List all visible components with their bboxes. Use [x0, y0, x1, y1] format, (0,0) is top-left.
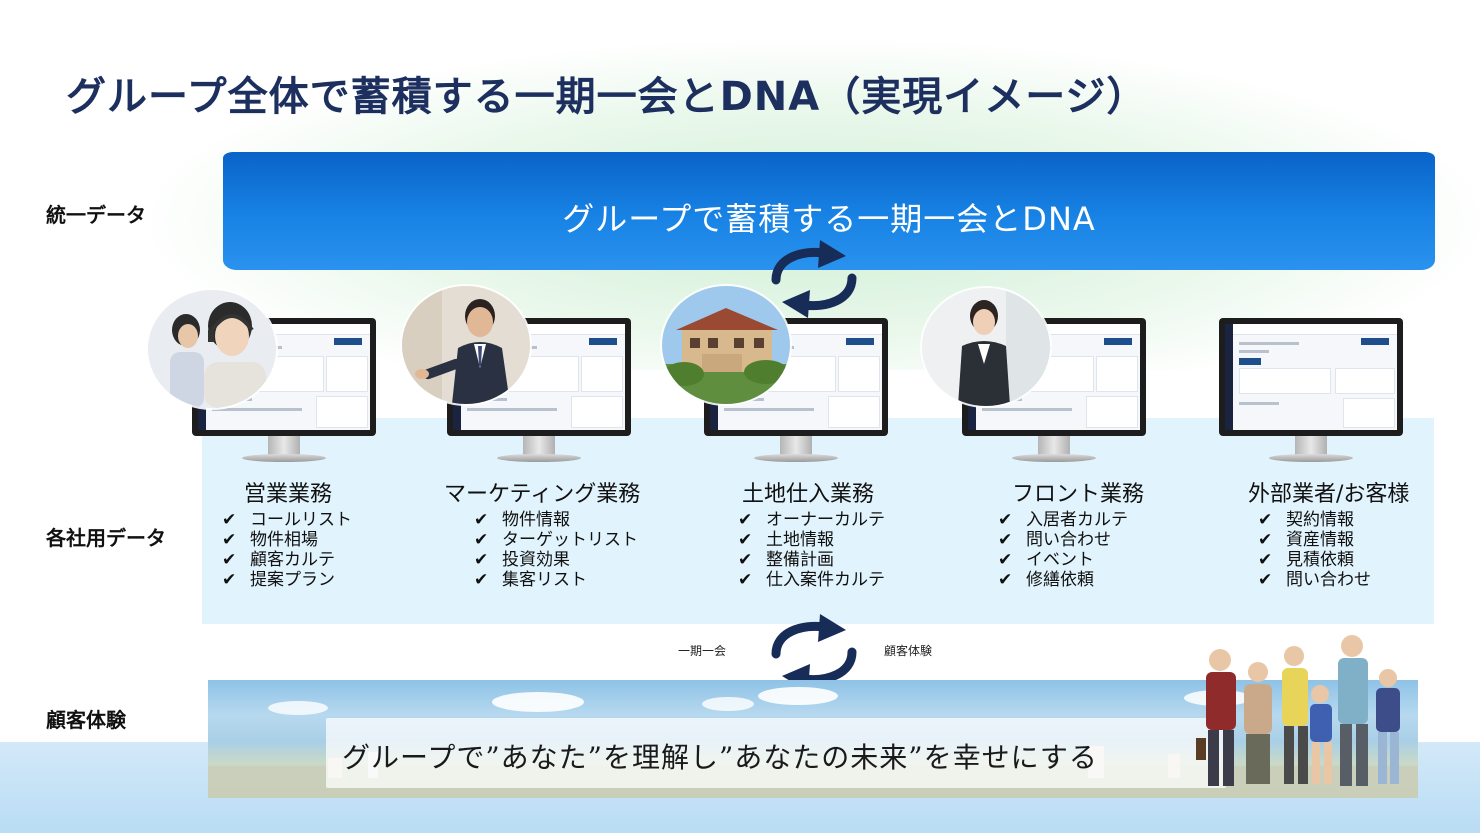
list-item: ✔物件情報	[474, 510, 638, 530]
checklist-external: ✔契約情報 ✔資産情報 ✔見積依頼 ✔問い合わせ	[1258, 510, 1371, 590]
checkmark-icon: ✔	[222, 550, 250, 570]
list-item: ✔顧客カルテ	[222, 550, 352, 570]
photo-call-center	[148, 290, 276, 408]
cycle-arrows-icon-top	[762, 240, 866, 318]
list-item: ✔物件相場	[222, 530, 352, 550]
checkmark-icon: ✔	[738, 550, 766, 570]
row-label-experience: 顧客体験	[46, 704, 126, 733]
list-item: ✔提案プラン	[222, 570, 352, 590]
checkmark-icon: ✔	[998, 530, 1026, 550]
family-illustration	[1190, 630, 1412, 800]
list-item: ✔契約情報	[1258, 510, 1371, 530]
list-item: ✔土地情報	[738, 530, 885, 550]
checklist-marketing: ✔物件情報 ✔ターゲットリスト ✔投資効果 ✔集客リスト	[474, 510, 638, 590]
list-item: ✔修繕依頼	[998, 570, 1128, 590]
list-item: ✔集客リスト	[474, 570, 638, 590]
list-item: ✔問い合わせ	[998, 530, 1128, 550]
list-item: ✔仕入案件カルテ	[738, 570, 885, 590]
column-title-external: 外部業者/お客様	[1248, 476, 1409, 508]
checklist-front: ✔入居者カルテ ✔問い合わせ ✔イベント ✔修繕依頼	[998, 510, 1128, 590]
photo-businesswoman	[922, 288, 1050, 406]
row-label-company: 各社用データ	[46, 522, 166, 551]
experience-caption-box: グループで”あなた”を理解し”あなたの未来”を幸せにする	[326, 718, 1226, 788]
checkmark-icon: ✔	[474, 570, 502, 590]
unified-band-text: グループで蓄積する一期一会とDNA	[223, 194, 1435, 240]
checkmark-icon: ✔	[222, 530, 250, 550]
checkmark-icon: ✔	[474, 530, 502, 550]
checkmark-icon: ✔	[738, 530, 766, 550]
photo-house	[662, 286, 790, 404]
list-item: ✔オーナーカルテ	[738, 510, 885, 530]
cycle-label-left: 一期一会	[678, 642, 726, 659]
checkmark-icon: ✔	[222, 570, 250, 590]
checkmark-icon: ✔	[738, 510, 766, 530]
checkmark-icon: ✔	[998, 550, 1026, 570]
list-item: ✔ターゲットリスト	[474, 530, 638, 550]
checkmark-icon: ✔	[1258, 550, 1286, 570]
list-item: ✔コールリスト	[222, 510, 352, 530]
checklist-land: ✔オーナーカルテ ✔土地情報 ✔整備計画 ✔仕入案件カルテ	[738, 510, 885, 590]
experience-caption: グループで”あなた”を理解し”あなたの未来”を幸せにする	[342, 736, 1098, 776]
checkmark-icon: ✔	[1258, 570, 1286, 590]
list-item: ✔見積依頼	[1258, 550, 1371, 570]
row-label-unified: 統一データ	[46, 199, 146, 228]
photo-businessman	[402, 286, 530, 404]
list-item: ✔入居者カルテ	[998, 510, 1128, 530]
page-title: グループ全体で蓄積する一期一会とDNA（実現イメージ）	[66, 64, 1147, 122]
list-item: ✔投資効果	[474, 550, 638, 570]
cycle-label-right: 顧客体験	[884, 642, 932, 659]
column-title-land: 土地仕入業務	[742, 476, 874, 508]
list-item: ✔問い合わせ	[1258, 570, 1371, 590]
checkmark-icon: ✔	[998, 510, 1026, 530]
checkmark-icon: ✔	[1258, 530, 1286, 550]
list-item: ✔資産情報	[1258, 530, 1371, 550]
checkmark-icon: ✔	[474, 550, 502, 570]
list-item: ✔イベント	[998, 550, 1128, 570]
checkmark-icon: ✔	[474, 510, 502, 530]
checkmark-icon: ✔	[1258, 510, 1286, 530]
checkmark-icon: ✔	[738, 570, 766, 590]
monitor-external	[1219, 318, 1403, 464]
column-title-sales: 営業業務	[244, 476, 332, 508]
column-title-marketing: マーケティング業務	[444, 476, 640, 508]
checklist-sales: ✔コールリスト ✔物件相場 ✔顧客カルテ ✔提案プラン	[222, 510, 352, 590]
list-item: ✔整備計画	[738, 550, 885, 570]
checkmark-icon: ✔	[998, 570, 1026, 590]
checkmark-icon: ✔	[222, 510, 250, 530]
column-title-front: フロント業務	[1012, 476, 1144, 508]
